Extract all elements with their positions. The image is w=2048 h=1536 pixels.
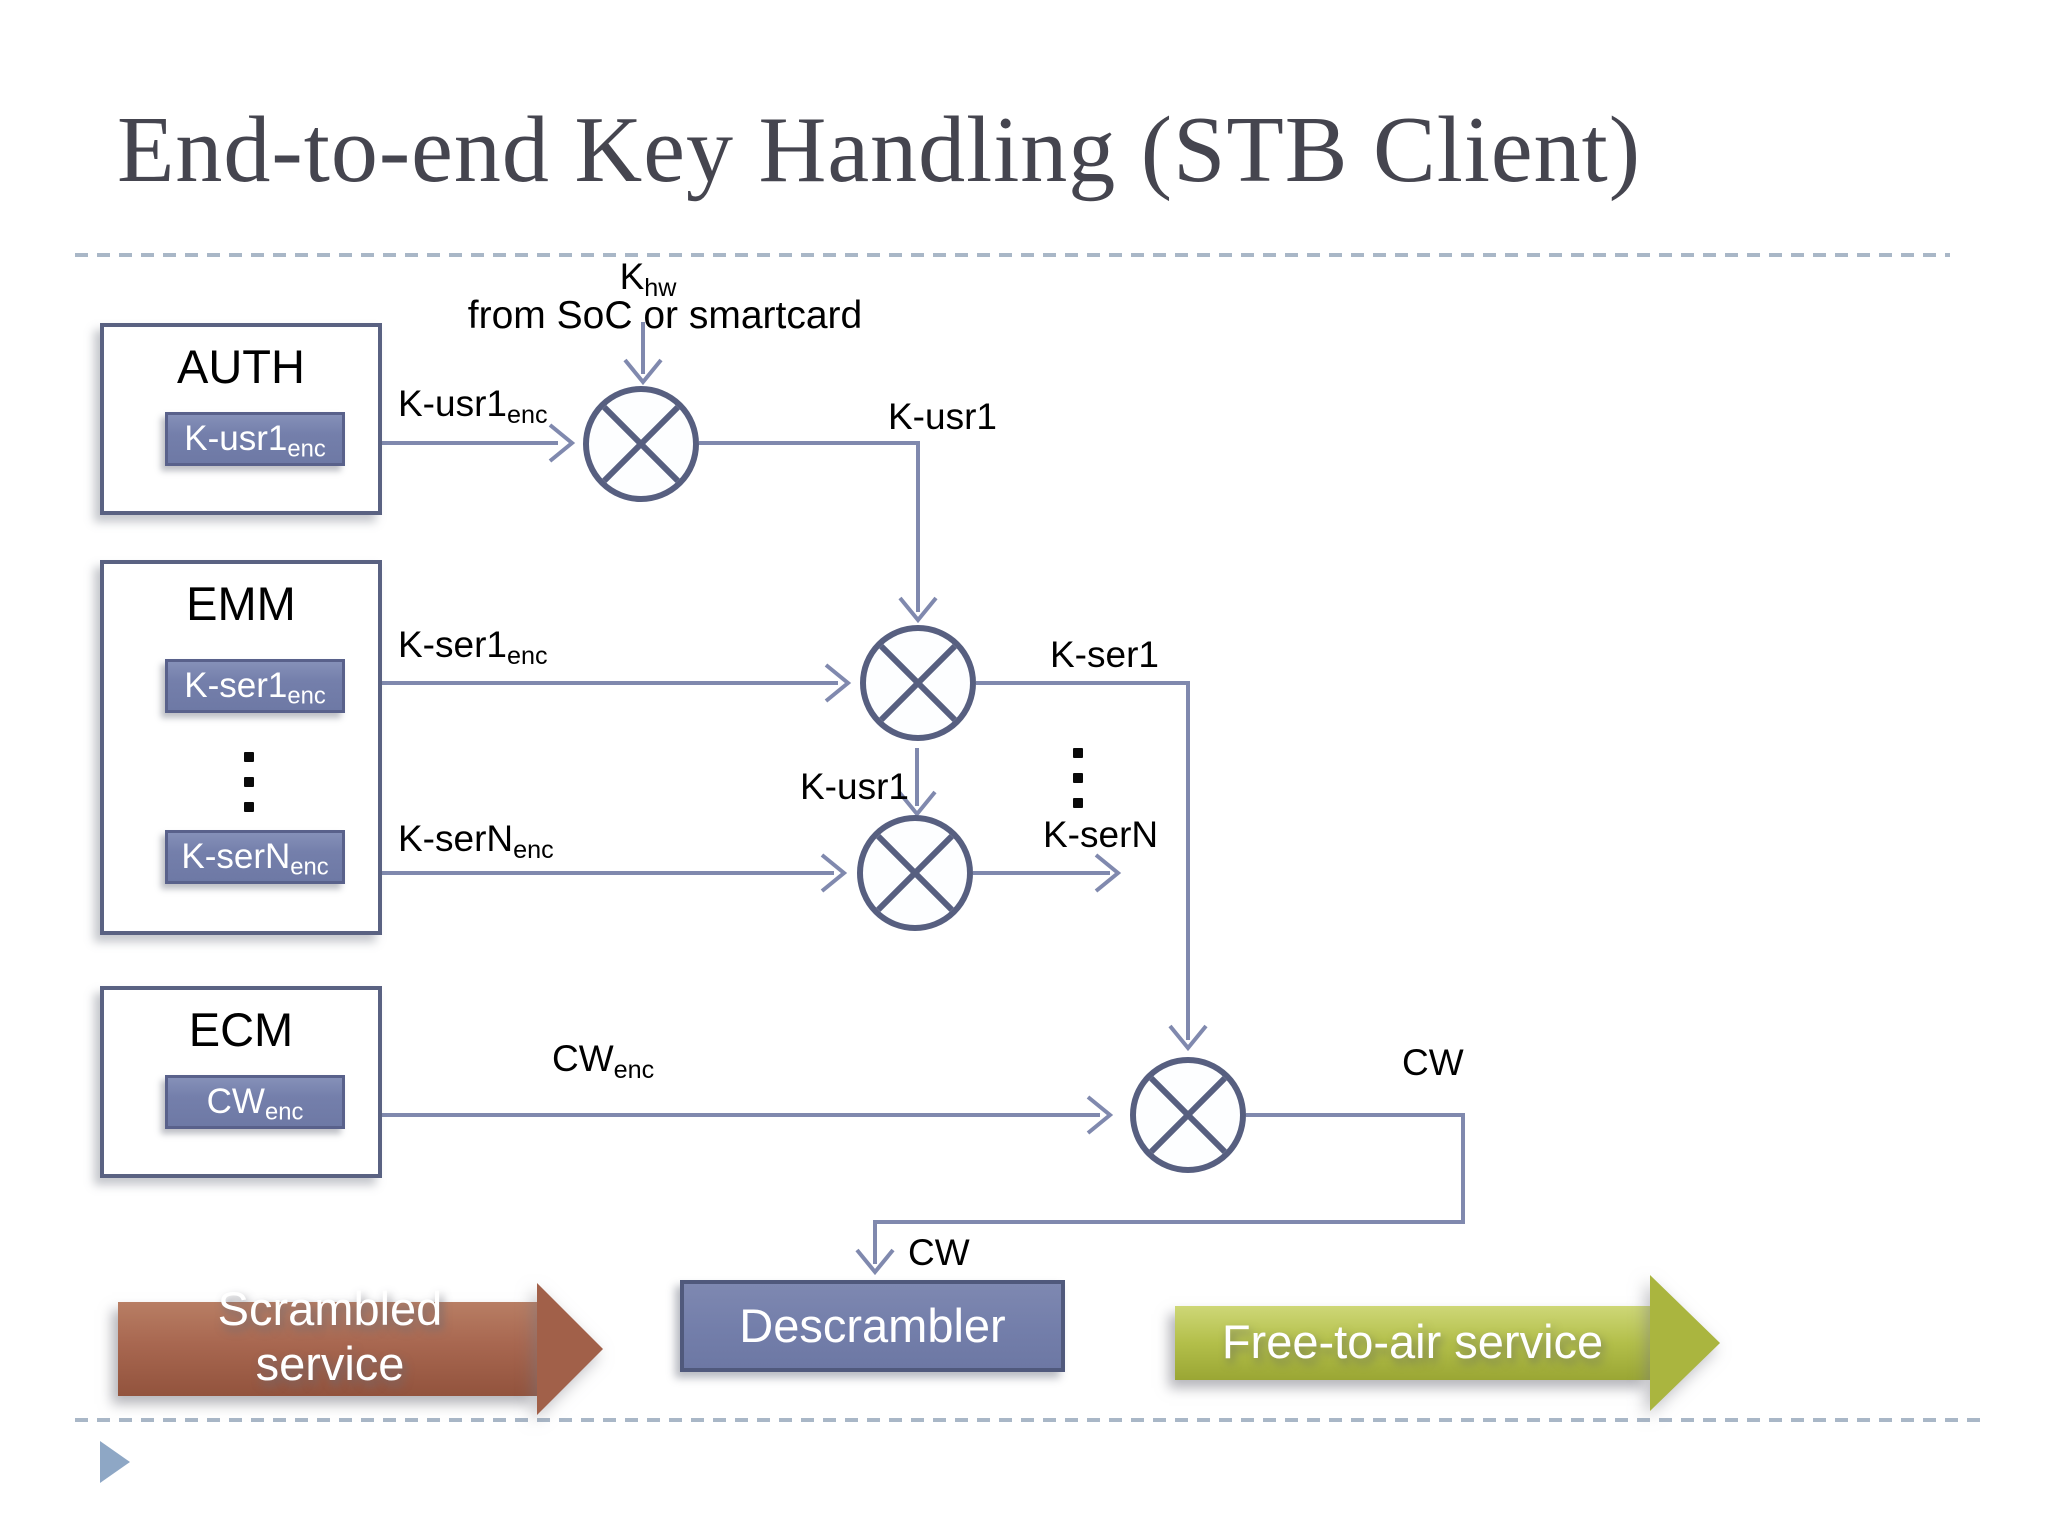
auth-key-chip: K-usr1enc <box>165 412 345 466</box>
key-mixer-node-2 <box>860 625 976 741</box>
auth-chip-sub: enc <box>287 435 326 463</box>
khw-label: Khw <box>558 256 738 303</box>
edge-node4-to-descrambler <box>873 1113 1465 1264</box>
emm-chip1-sub: enc <box>287 682 326 710</box>
khw-sub: hw <box>644 274 677 303</box>
emm-chip2-label: K-serN <box>181 837 291 876</box>
auth-box: AUTH K-usr1enc <box>100 323 382 515</box>
label-kusr1-out: K-usr1 <box>888 396 997 437</box>
emm-box: EMM K-ser1enc K-serNenc <box>100 560 382 935</box>
arrowhead-node1-node2-icon <box>898 596 938 624</box>
label-kusr1-enc-base: K-usr1 <box>398 383 507 424</box>
label-kser1-enc-base: K-ser1 <box>398 624 507 665</box>
label-kusr1-enc: K-usr1enc <box>398 383 548 430</box>
emm-key-chip-n: K-serNenc <box>165 830 345 884</box>
arrowhead-auth-node1-icon <box>548 423 576 463</box>
ecm-key-chip: CWenc <box>165 1075 345 1129</box>
free-to-air-arrowhead-icon <box>1650 1275 1720 1411</box>
ecm-chip-sub: enc <box>264 1098 304 1126</box>
label-cw-in: CW <box>908 1232 970 1273</box>
label-kser1-enc: K-ser1enc <box>398 624 548 671</box>
arrowhead-emm-node3-icon <box>820 853 848 893</box>
arrowhead-khw-icon <box>623 358 663 386</box>
arrowhead-cw-descrambler-icon <box>855 1248 895 1276</box>
label-ksern-out: K-serN <box>1043 814 1159 855</box>
label-ksern-enc: K-serNenc <box>398 818 554 865</box>
scrambled-service-arrowhead-icon <box>537 1283 603 1415</box>
ecm-chip-label: CW <box>206 1082 265 1121</box>
khw-base: K <box>619 256 645 297</box>
arrowhead-emm-node2-icon <box>824 663 852 703</box>
khw-source-label: from SoC or smartcard <box>467 294 863 337</box>
label-cw-out: CW <box>1402 1042 1464 1083</box>
scrambled-service-line2: service <box>255 1336 405 1390</box>
scrambled-service-arrow <box>118 1302 537 1396</box>
label-cw-enc: CWenc <box>552 1038 654 1085</box>
arrowhead-kusr1-node3-icon <box>897 790 937 818</box>
label-kusr1-in: K-usr1 <box>800 766 909 807</box>
label-kser1-enc-sub: enc <box>506 642 548 671</box>
emm-box-title: EMM <box>186 577 296 630</box>
edge-node2-to-node4 <box>976 681 1190 1040</box>
label-cw-enc-sub: enc <box>613 1056 655 1085</box>
path-ellipsis-dots-icon <box>1073 748 1083 808</box>
emm-chip2-sub: enc <box>290 853 329 881</box>
free-to-air-label: Free-to-air service <box>1221 1315 1604 1368</box>
arrowhead-node3-out-icon <box>1094 853 1122 893</box>
key-mixer-node-1 <box>583 386 699 502</box>
key-mixer-node-3 <box>857 815 973 931</box>
auth-chip-label: K-usr1 <box>184 419 288 458</box>
key-mixer-node-4 <box>1130 1057 1246 1173</box>
scrambled-service-line1: Scrambled <box>217 1282 443 1335</box>
label-ksern-enc-base: K-serN <box>398 818 514 859</box>
slide-bullet-icon <box>100 1441 130 1483</box>
arrowhead-ecm-node4-icon <box>1086 1095 1114 1135</box>
auth-box-title: AUTH <box>177 340 305 393</box>
label-kser1-out: K-ser1 <box>1050 634 1159 675</box>
label-kusr1-enc-sub: enc <box>506 401 548 430</box>
free-to-air-arrow <box>1175 1306 1650 1380</box>
label-cw-enc-base: CW <box>552 1038 614 1079</box>
emm-chip1-label: K-ser1 <box>184 666 288 705</box>
emm-key-chip-1: K-ser1enc <box>165 659 345 713</box>
emm-ellipsis-dots-icon <box>244 752 254 812</box>
ecm-box-title: ECM <box>188 1003 294 1056</box>
label-ksern-enc-sub: enc <box>513 836 554 865</box>
arrowhead-node2-node4-icon <box>1168 1024 1208 1052</box>
ecm-box: ECM CWenc <box>100 986 382 1178</box>
page-title: End-to-end Key Handling (STB Client) <box>117 98 1642 202</box>
scrambled-service-label: Scrambled service <box>120 1282 540 1392</box>
descrambler-box: Descrambler <box>680 1280 1065 1372</box>
edge-node1-to-node2 <box>699 441 920 612</box>
